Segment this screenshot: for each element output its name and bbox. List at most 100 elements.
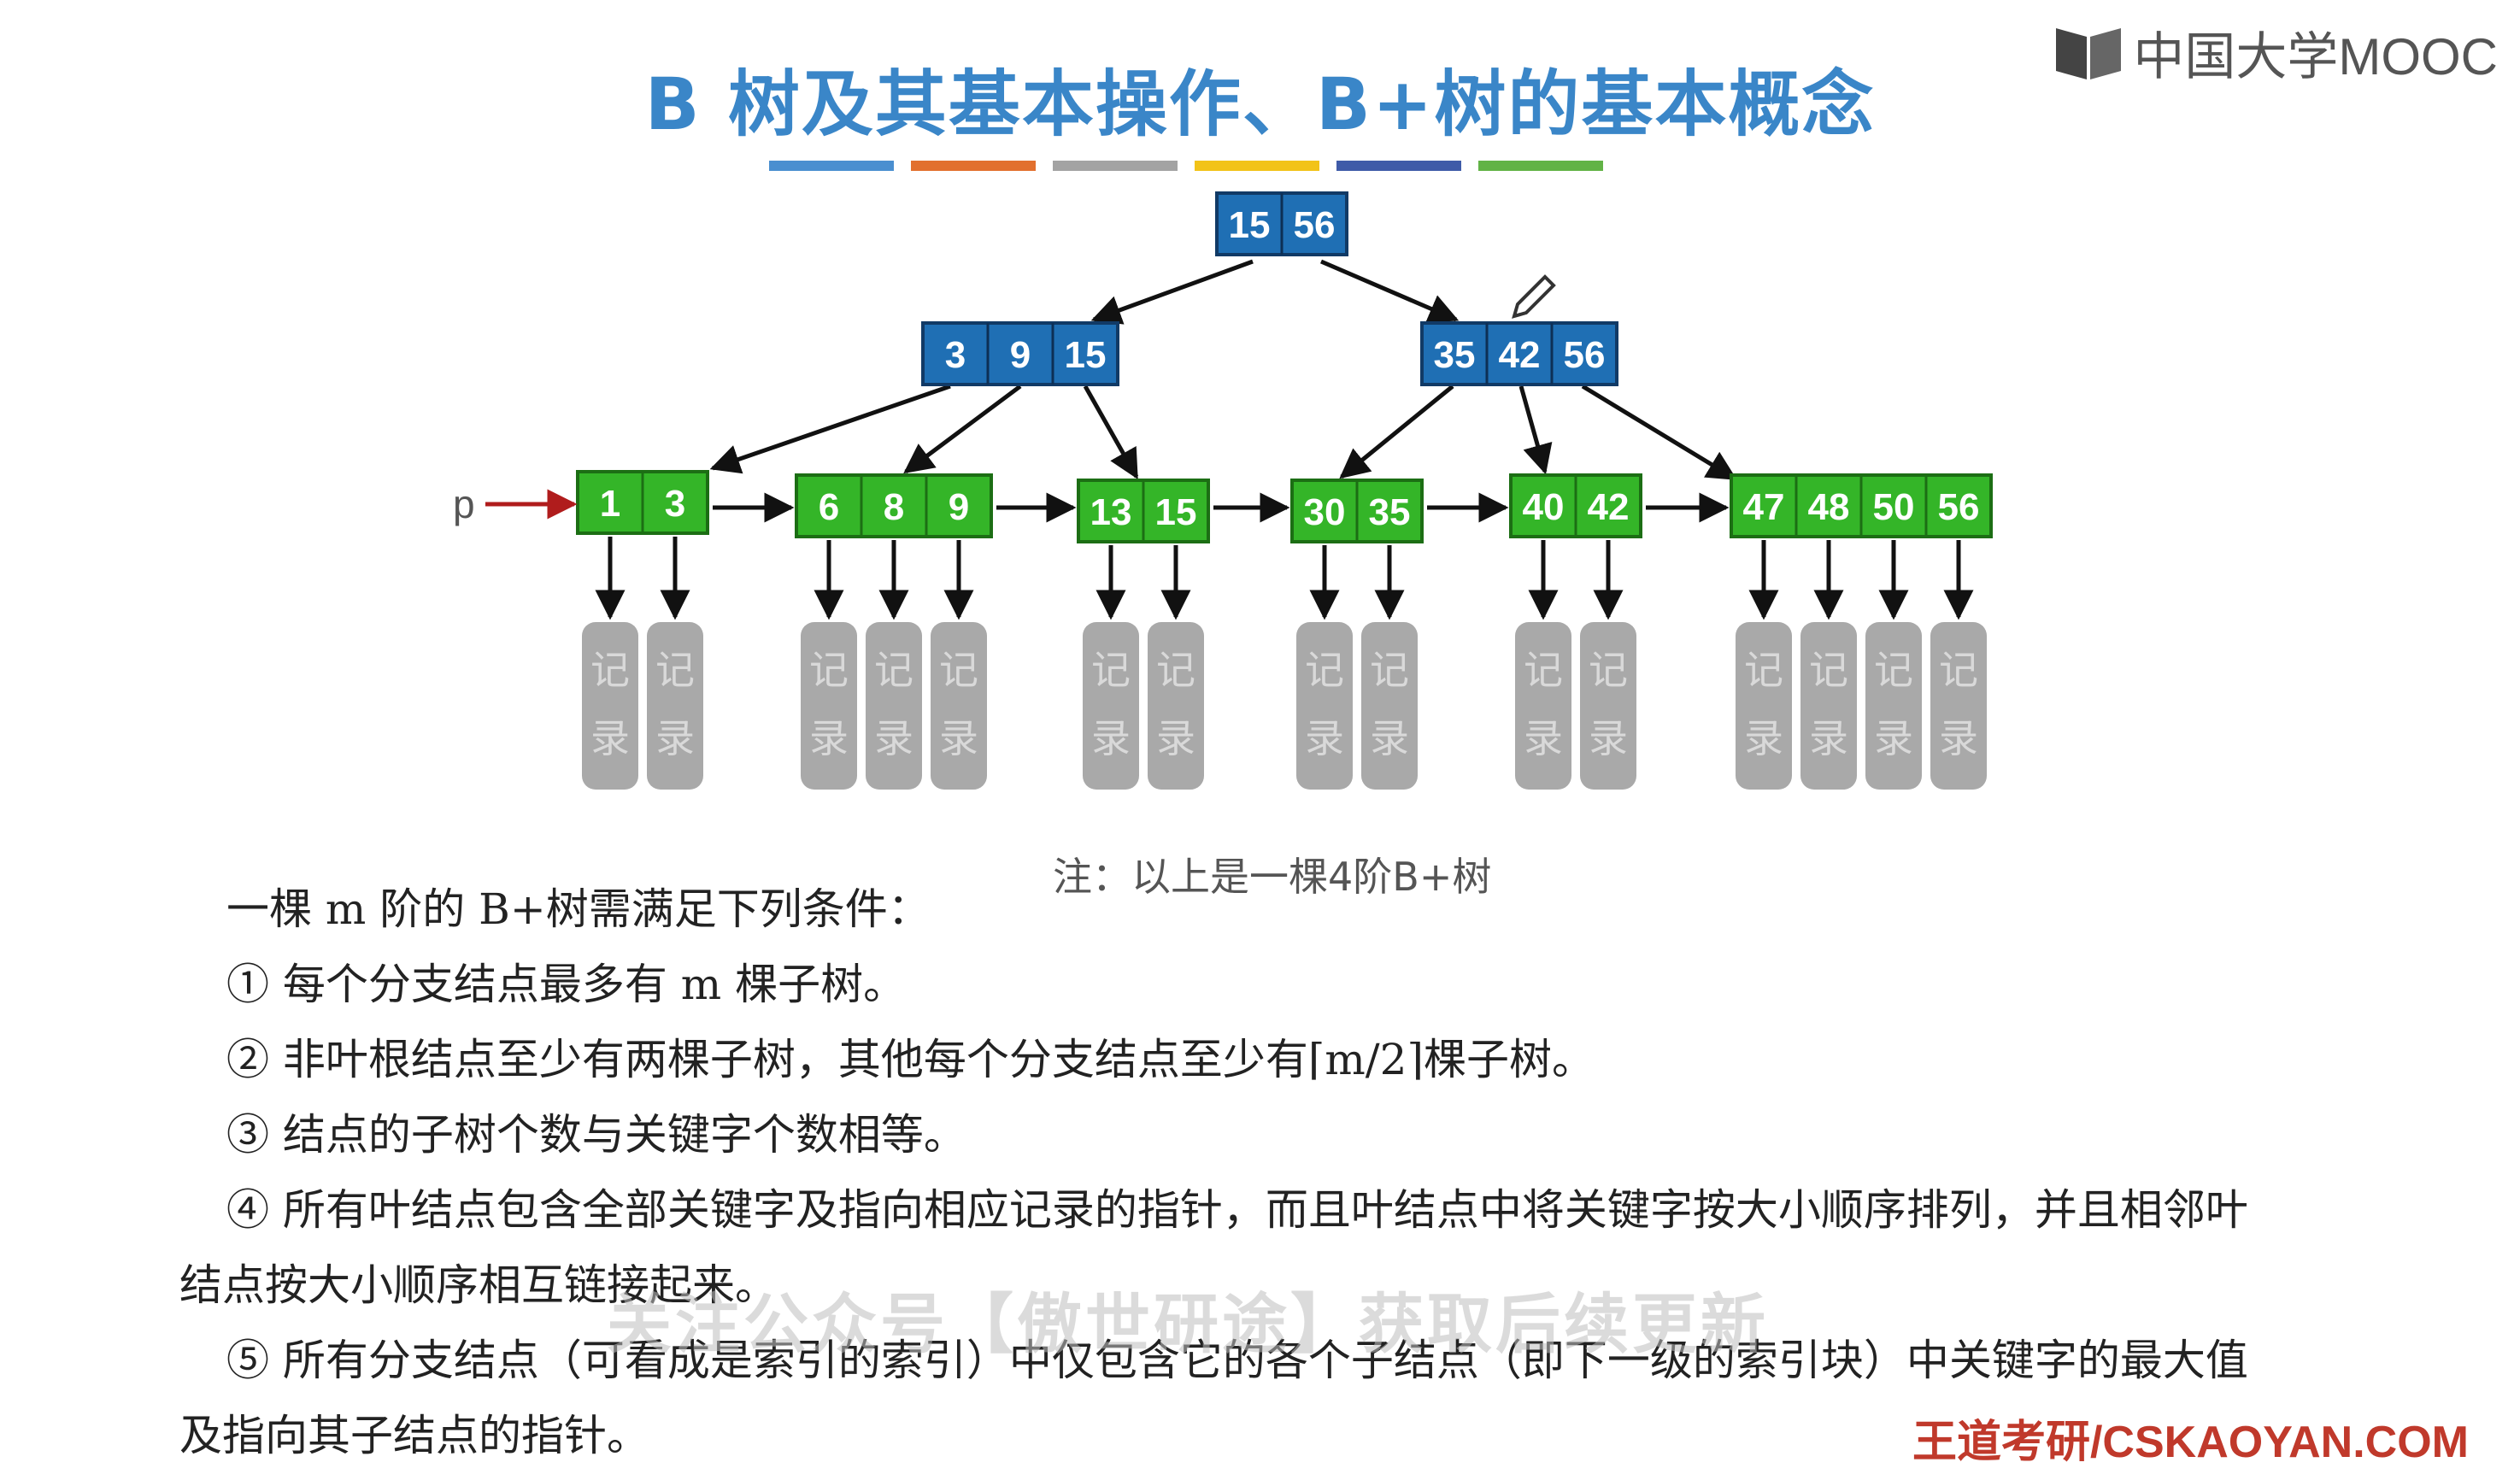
- pointer-p-label: p: [453, 482, 475, 526]
- brand-footer: 王道考研/CSKAOYAN.COM: [1912, 1418, 2469, 1467]
- record-block: 记录: [1800, 622, 1857, 790]
- node-key: 48: [1808, 486, 1850, 528]
- condition-4-cont: 结点按大小顺序相互链接起来。: [179, 1260, 778, 1310]
- leaf-node-2: 6 8 9: [795, 473, 993, 538]
- record-label: 记: [1744, 647, 1783, 693]
- book-icon: [2056, 27, 2122, 79]
- conditions-text: 一棵 m 阶的 B+树需满足下列条件： ① 每个分支结点最多有 m 棵子树。 ②…: [179, 872, 2470, 1473]
- record-block: 记录: [647, 622, 703, 790]
- record-label: 录: [1370, 715, 1409, 761]
- condition-1: ① 每个分支结点最多有 m 棵子树。: [226, 960, 907, 1009]
- record-label: 记: [809, 647, 849, 693]
- record-label: 录: [1874, 715, 1913, 761]
- node-key: 9: [1010, 334, 1031, 376]
- leaf-node-5: 40 42: [1509, 473, 1642, 538]
- diagram-note: 注：以上是一棵4阶B+树: [1053, 854, 1492, 900]
- node-key: 42: [1588, 486, 1630, 528]
- condition-4: ④ 所有叶结点包含全部关键字及指向相应记录的指针，而且叶结点中将关键字按大小顺序…: [226, 1185, 2248, 1235]
- record-label: 记: [1156, 647, 1195, 693]
- record-block: 记录: [1515, 622, 1571, 790]
- record-block: 记录: [1736, 622, 1792, 790]
- record-block: 记录: [1865, 622, 1922, 790]
- tree-edges: [595, 259, 1974, 620]
- record-label: 录: [874, 715, 913, 761]
- record-block: 记录: [866, 622, 922, 790]
- color-bar-navy: [1336, 161, 1461, 171]
- record-label: 录: [1809, 715, 1848, 761]
- node-key: 56: [1294, 204, 1336, 246]
- node-key: 3: [945, 334, 966, 376]
- record-label: 记: [939, 647, 978, 693]
- edge-i2-l4: [1339, 385, 1454, 479]
- node-key: 13: [1090, 491, 1132, 533]
- record-label: 录: [1156, 715, 1195, 761]
- watermark-text: 关注公众号【傲世研途】获取后续更新: [607, 1286, 1769, 1362]
- color-bars: [769, 161, 1603, 171]
- record-label: 记: [1370, 647, 1409, 693]
- pencil-icon: [1512, 274, 1556, 319]
- record-label: 录: [655, 715, 695, 761]
- record-label: 录: [590, 715, 630, 761]
- record-label: 录: [1305, 715, 1344, 761]
- node-key: 47: [1743, 486, 1785, 528]
- record-label: 录: [809, 715, 849, 761]
- record-label: 录: [1589, 715, 1628, 761]
- node-key: 3: [665, 483, 685, 525]
- leaf-node-4: 30 35: [1290, 479, 1424, 543]
- color-bar-orange: [911, 161, 1036, 171]
- edge-i1-l1: [709, 384, 951, 474]
- color-bar-green: [1478, 161, 1603, 171]
- record-label: 录: [939, 715, 978, 761]
- node-key: 35: [1369, 491, 1411, 533]
- record-block: 记录: [931, 622, 987, 790]
- color-bar-gray: [1053, 161, 1178, 171]
- color-bar-yellow: [1195, 161, 1319, 171]
- record-label: 录: [1091, 715, 1131, 761]
- node-key: 15: [1229, 204, 1271, 246]
- node-key: 9: [949, 486, 969, 528]
- node-key: 40: [1523, 486, 1565, 528]
- record-label: 记: [1091, 647, 1131, 693]
- edge-i2-l6: [1581, 384, 1737, 481]
- record-label: 录: [1744, 715, 1783, 761]
- record-label: 记: [1589, 647, 1628, 693]
- record-label: 记: [874, 647, 913, 693]
- record-label: 记: [1524, 647, 1563, 693]
- condition-3: ③ 结点的子树个数与关键字个数相等。: [226, 1110, 966, 1160]
- record-label: 记: [1874, 647, 1913, 693]
- color-bar-blue: [769, 161, 894, 171]
- logo-text: 中国大学MOOC: [2133, 28, 2498, 85]
- record-label: 录: [1524, 715, 1563, 761]
- node-key: 30: [1304, 491, 1346, 533]
- edge-i2-l5: [1518, 385, 1553, 475]
- node-key: 42: [1499, 334, 1541, 376]
- mooc-logo: 中国大学MOOC: [2053, 15, 2498, 90]
- node-key: 6: [819, 486, 839, 528]
- record-block: 记录: [1296, 622, 1353, 790]
- page-title: B 树及其基本操作、B+树的基本概念: [644, 62, 1876, 146]
- node-key: 8: [884, 486, 904, 528]
- node-key: 50: [1873, 486, 1915, 528]
- record-block: 记录: [1580, 622, 1636, 790]
- conditions-intro: 一棵 m 阶的 B+树需满足下列条件：: [226, 884, 931, 934]
- record-label: 录: [1939, 715, 1978, 761]
- edge-root-right: [1320, 259, 1460, 323]
- condition-2: ② 非叶根结点至少有两棵子树，其他每个分支结点至少有⌈m/2⌉棵子树。: [226, 1035, 1595, 1084]
- record-label: 记: [590, 647, 630, 693]
- node-key: 1: [600, 483, 620, 525]
- record-label: 记: [1809, 647, 1848, 693]
- edge-i1-l2: [903, 384, 1022, 474]
- internal-node-1: 3 9 15: [921, 321, 1119, 386]
- edge-root-left: [1090, 259, 1254, 325]
- record-block: 记录: [1083, 622, 1139, 790]
- record-label: 记: [1305, 647, 1344, 693]
- record-label: 记: [1939, 647, 1978, 693]
- record-block: 记录: [582, 622, 638, 790]
- node-key: 15: [1155, 491, 1197, 533]
- node-key: 15: [1065, 334, 1107, 376]
